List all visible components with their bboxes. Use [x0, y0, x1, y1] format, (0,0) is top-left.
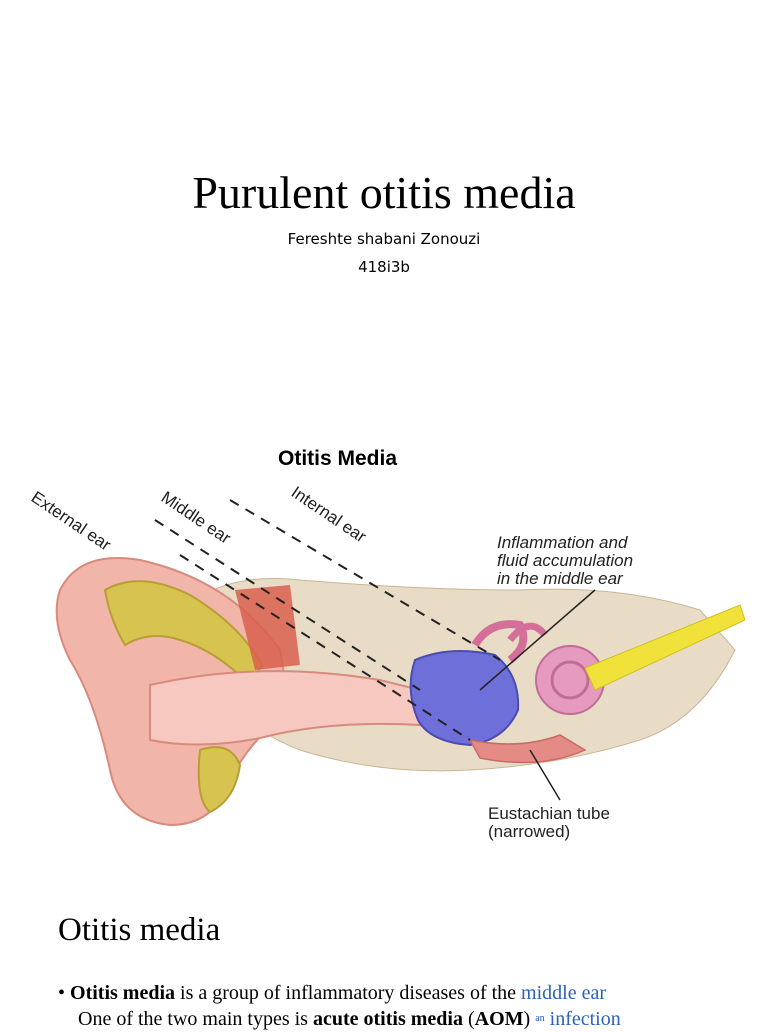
muscle-tissue	[235, 585, 300, 670]
cochlea-inner	[550, 660, 590, 700]
term-acute-otitis-media: acute otitis media	[312, 1008, 463, 1030]
label-external-ear: External ear	[28, 488, 115, 555]
semicircular-canal-2	[507, 622, 548, 643]
section-heading: Otitis media	[58, 912, 221, 948]
author-code: 418i3b	[358, 258, 410, 276]
line2-text: One of the two main types is	[78, 1008, 313, 1030]
boundary-line-3	[179, 554, 471, 741]
bullet-marker: •	[58, 982, 66, 1004]
page-title: Purulent otitis media	[192, 167, 576, 218]
term-otitis-media: Otitis media	[70, 982, 176, 1004]
callout-line-1: Inflammation and	[497, 533, 628, 552]
tube-label-1: Eustachian tube	[488, 804, 610, 823]
callout-line-3: in the middle ear	[497, 569, 624, 588]
lobe-cartilage	[197, 746, 242, 814]
boundary-line-2	[229, 499, 501, 661]
middle-ear-cavity	[409, 650, 520, 747]
link-middle-ear[interactable]: middle ear	[521, 982, 607, 1004]
eustachian-tube	[468, 734, 587, 764]
semicircular-canals	[471, 620, 528, 664]
ear-canal	[149, 670, 421, 746]
bullet-line-1: • Otitis media is a group of inflammator…	[58, 980, 758, 1006]
line1-text: is a group of inflammatory diseases of t…	[175, 982, 522, 1004]
label-internal-ear: Internal ear	[288, 483, 370, 547]
figure-title: Otitis Media	[278, 447, 397, 470]
line2-close: )	[523, 1008, 536, 1030]
auditory-nerve	[584, 604, 746, 691]
line2-open: (	[462, 1008, 475, 1030]
link-infection[interactable]: infection	[549, 1008, 621, 1030]
author-name: Fereshte shabani Zonouzi	[287, 230, 481, 248]
ear-anatomy-diagram: Otitis Media External ear Middle ear Int…	[28, 447, 746, 841]
callout-line-2: fluid accumulation	[497, 551, 633, 570]
callout-pointer	[479, 589, 596, 691]
term-aom: AOM	[474, 1008, 524, 1030]
bullet-line-2: One of the two main types is acute otiti…	[58, 1006, 758, 1032]
bullet-paragraph: • Otitis media is a group of inflammator…	[58, 980, 758, 1032]
label-middle-ear: Middle ear	[158, 488, 235, 548]
superscript-ref[interactable]: an	[535, 1013, 545, 1024]
tube-label-2: (narrowed)	[488, 822, 570, 841]
tube-pointer	[529, 749, 561, 801]
